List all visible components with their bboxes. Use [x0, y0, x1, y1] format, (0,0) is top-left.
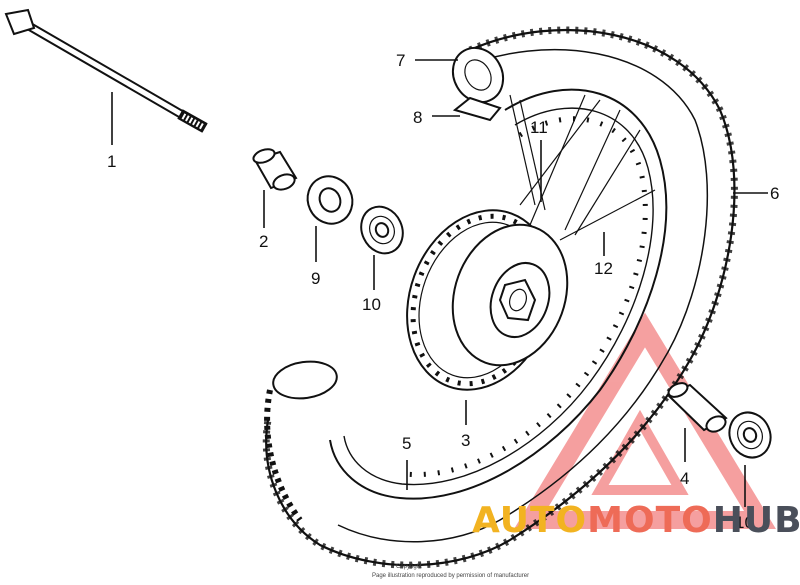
svg-text:AUTOMOTOHUB: AUTOMOTOHUB: [472, 500, 800, 541]
callout-7: 7: [396, 51, 405, 70]
callout-1: 1: [107, 152, 116, 171]
spokes: [509, 94, 656, 241]
callout-2: 2: [259, 232, 268, 251]
copyright-line-2: Page illustration reproduced by permissi…: [372, 573, 529, 579]
right-spacer: [666, 382, 728, 433]
watermark-hub: HUB: [713, 500, 800, 541]
callout-12: 12: [594, 259, 613, 278]
bearing-right: [728, 411, 772, 459]
spacer: [252, 148, 298, 191]
callouts: 1 2 3 4 5 6 7 8 9 10 10 11 12: [107, 51, 779, 532]
callout-4: 4: [680, 469, 689, 488]
leader-lines: [111, 59, 768, 507]
hub: [406, 209, 569, 391]
copyright-line-1: Copyright: [396, 564, 422, 570]
rim-band: [452, 96, 502, 122]
callout-10-right: 10: [735, 513, 754, 532]
rim: [329, 88, 668, 500]
callout-6: 6: [770, 184, 779, 203]
callout-8: 8: [413, 108, 422, 127]
watermark-auto: AUTO: [472, 500, 587, 541]
callout-3: 3: [461, 431, 470, 450]
copyright-footer: Copyright Page illustration reproduced b…: [372, 564, 529, 579]
tire: [262, 26, 738, 569]
callout-10-left: 10: [362, 295, 381, 314]
axle: [4, 8, 208, 133]
bearing-left: [360, 205, 404, 255]
watermark-moto: MOTO: [587, 500, 713, 541]
dust-seal: [306, 175, 354, 225]
watermark-logo: AUTOMOTOHUB: [472, 500, 800, 541]
callout-9: 9: [311, 269, 320, 288]
callout-5: 5: [402, 434, 411, 453]
callout-11: 11: [530, 118, 548, 137]
